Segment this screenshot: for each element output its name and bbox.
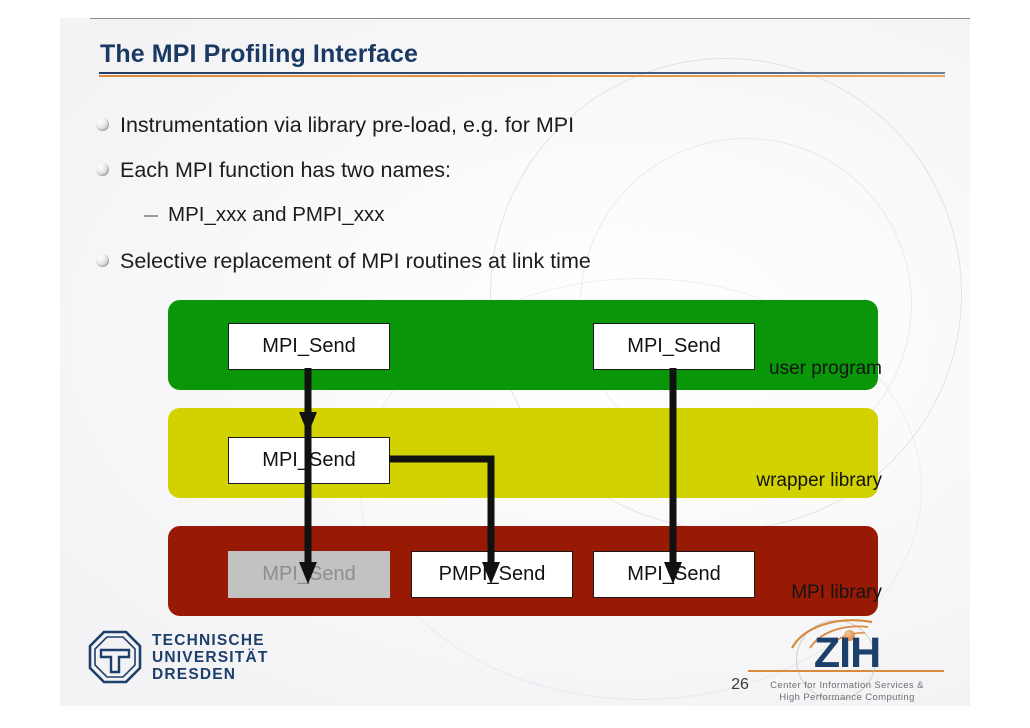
sphere-bullet-icon bbox=[96, 254, 109, 267]
slide-footer: TECHNISCHE UNIVERSITÄT DRESDEN 26 ZIH bbox=[60, 614, 970, 706]
function-box-user-send-right: MPI_Send bbox=[593, 323, 755, 370]
layer-label-user-program: user program bbox=[769, 358, 882, 379]
tu-dresden-wordmark: TECHNISCHE UNIVERSITÄT DRESDEN bbox=[152, 632, 269, 683]
page-number: 26 bbox=[731, 676, 749, 693]
footer-rule-navy bbox=[290, 676, 730, 678]
sub-bullet-text: MPI_xxx and PMPI_xxx bbox=[168, 203, 385, 226]
zih-logo: ZIH Center for Information Services & Hi… bbox=[752, 618, 942, 703]
mpi-layer-diagram: user program wrapper library MPI library… bbox=[168, 282, 898, 616]
tu-dresden-octagon-icon bbox=[88, 630, 142, 684]
title-rule-navy bbox=[99, 72, 945, 74]
bullet-text: Selective replacement of MPI routines at… bbox=[120, 249, 591, 273]
function-box-user-send-left: MPI_Send bbox=[228, 323, 390, 370]
zih-tagline: Center for Information Services & High P… bbox=[752, 680, 942, 703]
title-rule-orange bbox=[99, 75, 945, 77]
function-box-pmpi-send: PMPI_Send bbox=[411, 551, 573, 598]
zih-tagline-line-1: Center for Information Services & bbox=[770, 680, 924, 691]
zih-wordmark: ZIH bbox=[813, 629, 881, 677]
zih-dot-icon bbox=[844, 630, 855, 641]
dash-bullet-icon bbox=[144, 215, 158, 217]
bullet-text: Each MPI function has two names: bbox=[120, 158, 452, 182]
tud-line-2: UNIVERSITÄT bbox=[152, 649, 269, 666]
zih-tagline-line-2: High Performance Computing bbox=[779, 691, 915, 703]
tud-line-3: DRESDEN bbox=[152, 666, 237, 683]
tud-line-1: TECHNISCHE bbox=[152, 632, 265, 649]
function-box-mpi-send-direct: MPI_Send bbox=[593, 551, 755, 598]
sub-bullet-item: MPI_xxx and PMPI_xxx bbox=[96, 194, 936, 240]
tu-dresden-logo: TECHNISCHE UNIVERSITÄT DRESDEN bbox=[88, 626, 303, 688]
bullet-item: Each MPI function has two names: bbox=[96, 149, 936, 194]
sphere-bullet-icon bbox=[96, 118, 109, 131]
function-box-mpi-send-replaced: MPI_Send bbox=[228, 551, 390, 598]
sphere-bullet-icon bbox=[96, 163, 109, 176]
bullet-item: Instrumentation via library pre-load, e.… bbox=[96, 104, 936, 149]
bullet-list: Instrumentation via library pre-load, e.… bbox=[96, 104, 936, 285]
bullet-item: Selective replacement of MPI routines at… bbox=[96, 240, 936, 285]
layer-label-mpi-library: MPI library bbox=[791, 582, 882, 603]
page-title: The MPI Profiling Interface bbox=[100, 40, 419, 68]
slide-canvas: The MPI Profiling Interface Instrumentat… bbox=[60, 18, 970, 706]
layer-label-wrapper-library: wrapper library bbox=[756, 470, 882, 491]
bullet-text: Instrumentation via library pre-load, e.… bbox=[120, 113, 575, 137]
function-box-wrapper-send: MPI_Send bbox=[228, 437, 390, 484]
slide-top-rule bbox=[90, 18, 970, 19]
